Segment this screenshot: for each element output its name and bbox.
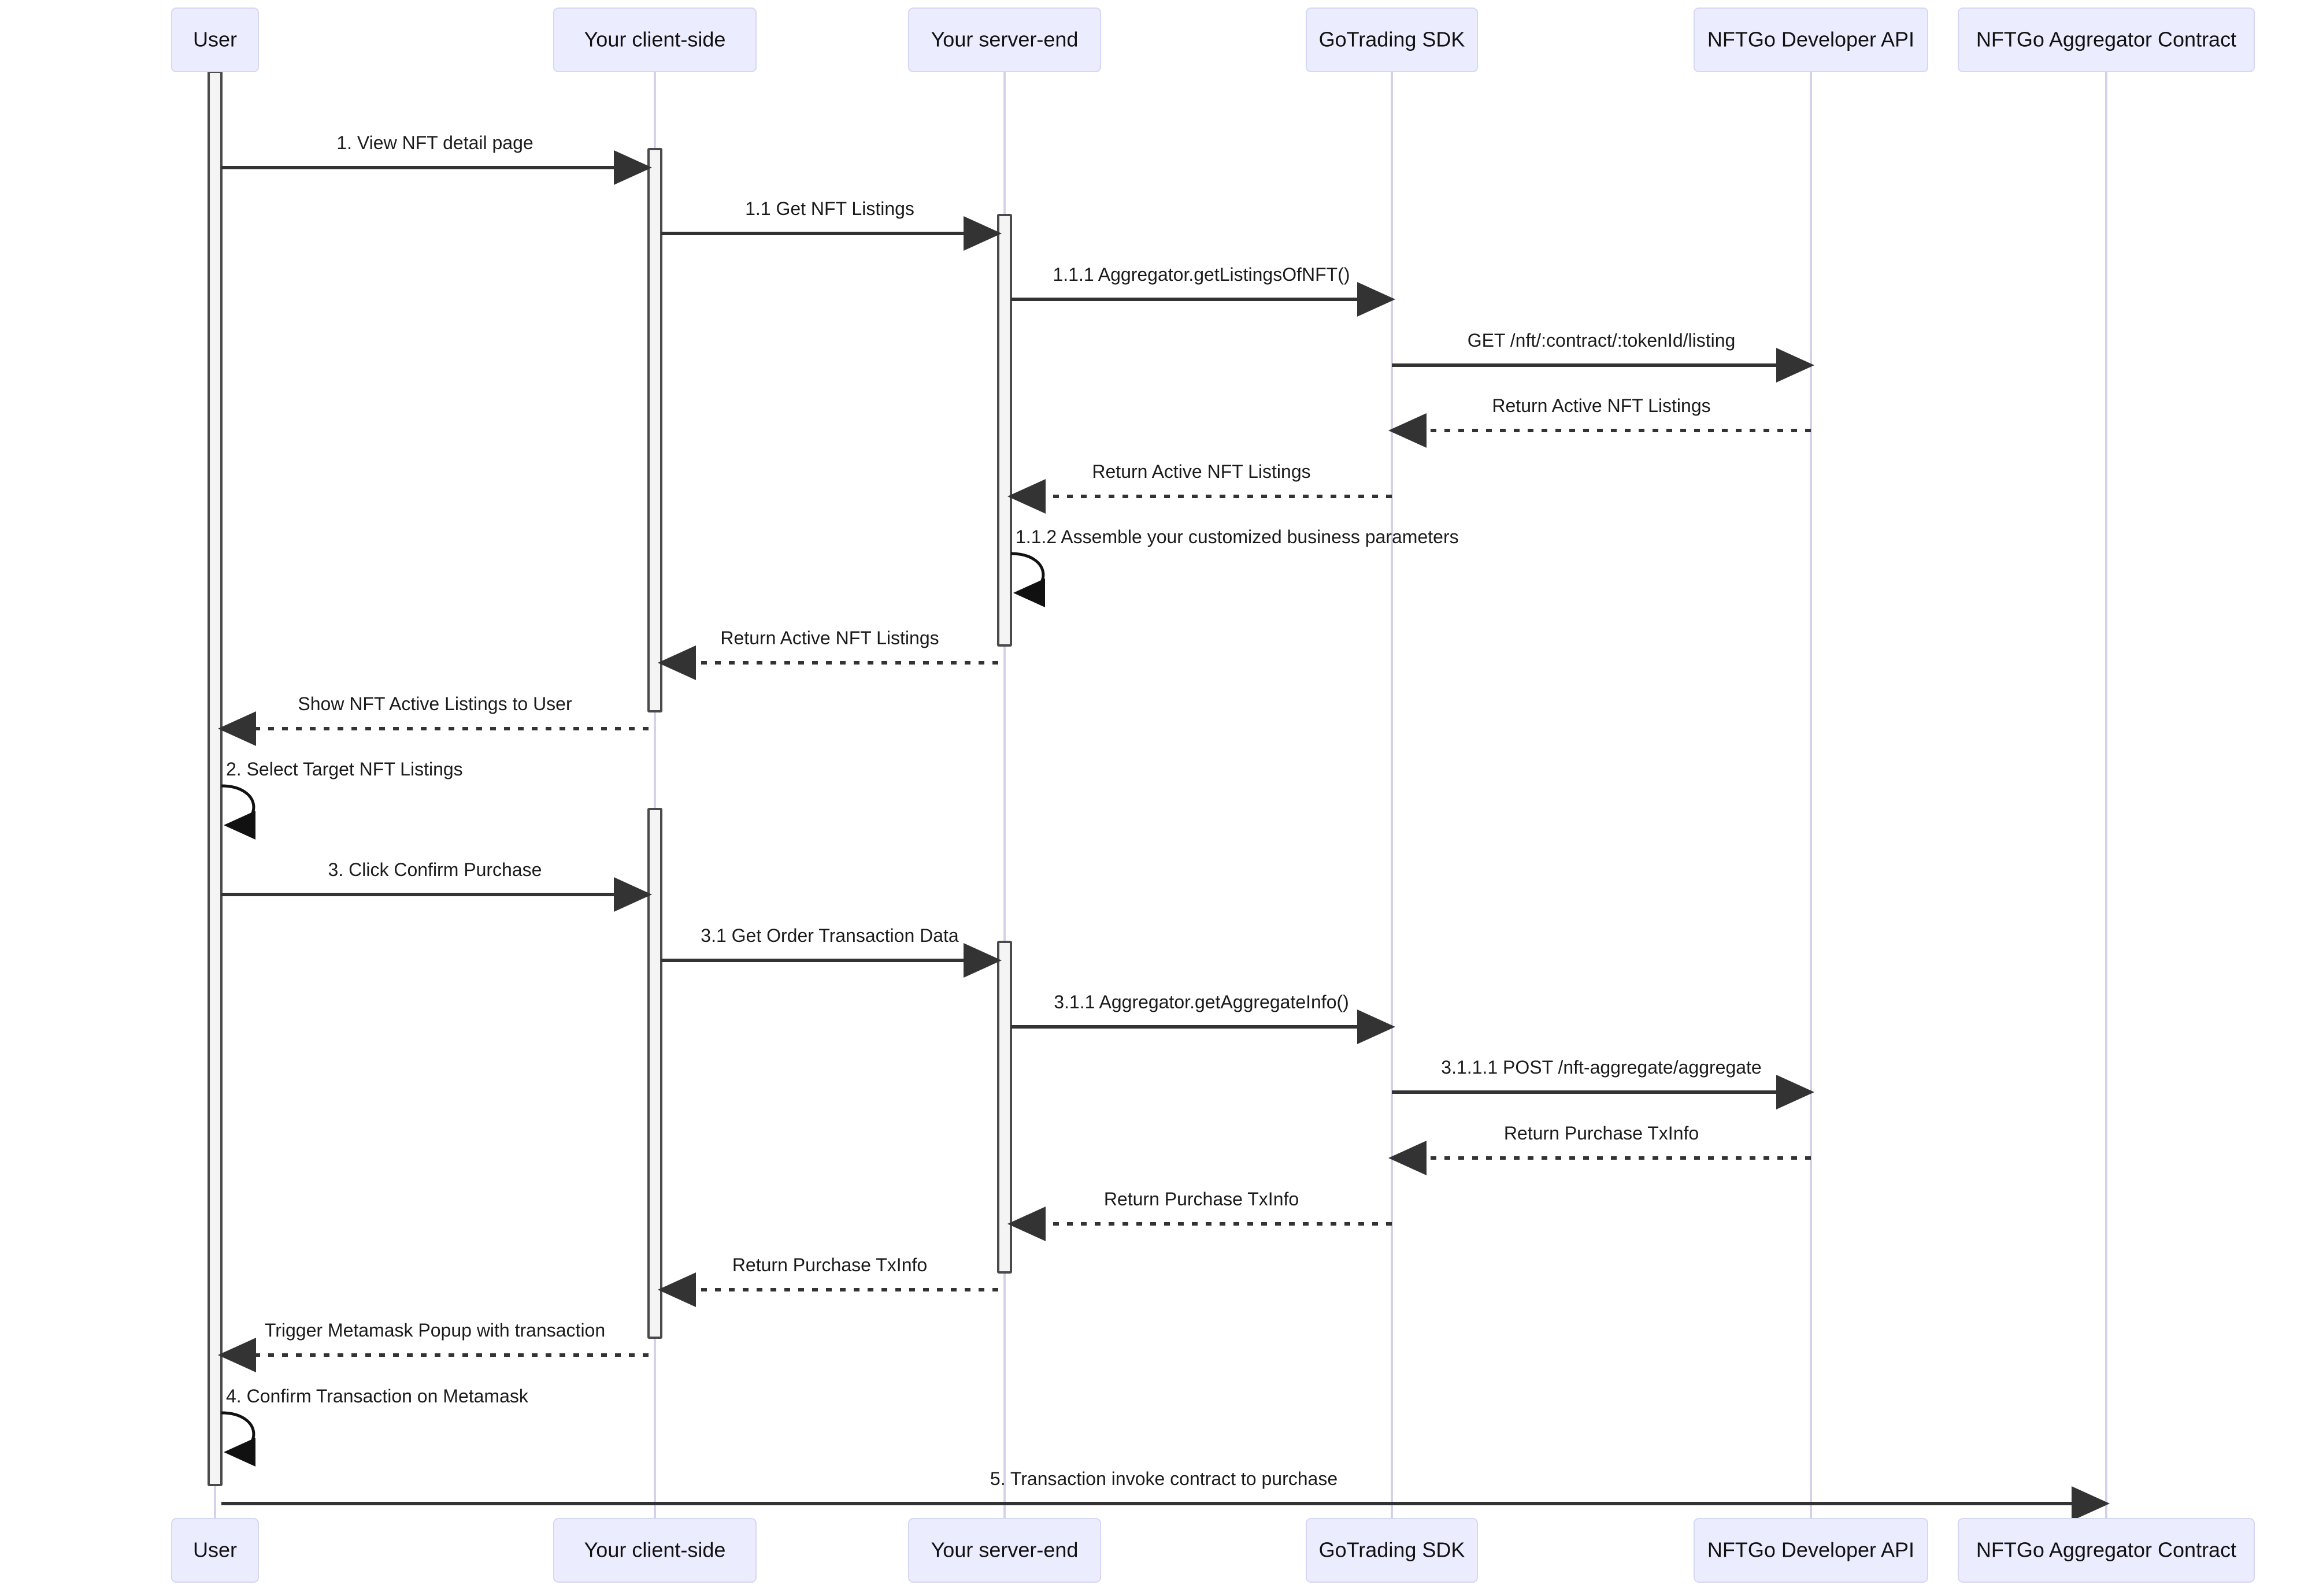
participant-bottom-server[interactable]: Your server-end	[908, 1518, 1101, 1583]
participant-bottom-api[interactable]: NFTGo Developer API	[1694, 1518, 1928, 1583]
message-label: Trigger Metamask Popup with transaction	[265, 1320, 605, 1341]
message-20: 5. Transaction invoke contract to purcha…	[221, 1468, 2110, 1521]
activation-bar-server-4	[997, 941, 1012, 1274]
message-19: 4. Confirm Transaction on Metamask	[221, 1386, 529, 1467]
message-label: 1.1.2 Assemble your customized business …	[1016, 526, 1459, 547]
message-label: Show NFT Active Listings to User	[298, 693, 572, 714]
message-3: 1.1.1 Aggregator.getListingsOfNFT()	[1011, 264, 1395, 317]
message-1: 1. View NFT detail page	[221, 132, 652, 185]
participant-box[interactable]	[1694, 8, 1928, 72]
message-label: 1.1 Get NFT Listings	[745, 198, 914, 219]
participant-label: NFTGo Developer API	[1707, 28, 1914, 51]
message-12: 3.1 Get Order Transaction Data	[661, 925, 1002, 978]
participant-label: User	[193, 1538, 237, 1562]
message-4: GET /nft/:contract/:tokenId/listing	[1392, 330, 1814, 383]
activation-bar-user-0	[208, 70, 223, 1486]
participant-bottom-user[interactable]: User	[171, 1518, 259, 1583]
message-label: Return Active NFT Listings	[1092, 461, 1310, 482]
participant-top-user[interactable]: User	[171, 8, 259, 72]
message-11: 3. Click Confirm Purchase	[221, 859, 652, 912]
participant-box[interactable]	[908, 1518, 1101, 1583]
participant-bottom-contract[interactable]: NFTGo Aggregator Contract	[1958, 1518, 2255, 1583]
actors-top-layer: User Your client-side Your server-end GoTra…	[171, 8, 2255, 72]
participant-box[interactable]	[553, 8, 757, 72]
message-label: 2. Select Target NFT Listings	[226, 759, 463, 780]
activation-bar-client-1	[647, 148, 662, 712]
message-label: 5. Transaction invoke contract to purcha…	[990, 1468, 1338, 1489]
message-label: 4. Confirm Transaction on Metamask	[226, 1386, 529, 1406]
activations-layer	[208, 70, 1012, 1486]
participant-box[interactable]	[171, 8, 259, 72]
participant-top-sdk[interactable]: GoTrading SDK	[1306, 8, 1478, 72]
self-loop-arrow	[221, 784, 256, 840]
participant-label: User	[193, 28, 237, 51]
message-8: Return Active NFT Listings	[658, 628, 998, 680]
participant-top-contract[interactable]: NFTGo Aggregator Contract	[1958, 8, 2255, 72]
message-label: 3.1.1.1 POST /nft-aggregate/aggregate	[1441, 1057, 1761, 1078]
messages-layer: 1. View NFT detail page 1.1 Get NFT Listi…	[218, 132, 2110, 1521]
self-loop-arrow	[1010, 552, 1046, 607]
message-label: 1. View NFT detail page	[336, 132, 533, 153]
participant-label: NFTGo Developer API	[1707, 1538, 1914, 1562]
message-9: Show NFT Active Listings to User	[218, 693, 649, 746]
message-18: Trigger Metamask Popup with transaction	[218, 1320, 649, 1372]
participant-label: NFTGo Aggregator Contract	[1976, 1538, 2236, 1562]
activation-bar-client-3	[647, 808, 662, 1339]
message-13: 3.1.1 Aggregator.getAggregateInfo()	[1011, 992, 1395, 1044]
participant-bottom-sdk[interactable]: GoTrading SDK	[1306, 1518, 1478, 1583]
message-2: 1.1 Get NFT Listings	[661, 198, 1002, 251]
participant-box[interactable]	[1306, 8, 1478, 72]
message-label: Return Purchase TxInfo	[732, 1254, 927, 1275]
message-16: Return Purchase TxInfo	[1007, 1189, 1392, 1241]
message-15: Return Purchase TxInfo	[1388, 1123, 1811, 1175]
participant-label: Your client-side	[584, 1538, 726, 1562]
participant-label: GoTrading SDK	[1319, 1538, 1465, 1562]
activation-bar-server-2	[997, 214, 1012, 647]
message-label: Return Purchase TxInfo	[1104, 1189, 1299, 1209]
participant-bottom-client[interactable]: Your client-side	[553, 1518, 757, 1583]
message-label: 1.1.1 Aggregator.getListingsOfNFT()	[1053, 264, 1350, 285]
participant-box[interactable]	[1958, 1518, 2255, 1583]
message-6: Return Active NFT Listings	[1007, 461, 1392, 514]
participant-label: Your server-end	[931, 28, 1079, 51]
participant-top-server[interactable]: Your server-end	[908, 8, 1101, 72]
participant-top-api[interactable]: NFTGo Developer API	[1694, 8, 1928, 72]
message-label: 3. Click Confirm Purchase	[328, 859, 542, 880]
participant-label: Your client-side	[584, 28, 726, 51]
participant-box[interactable]	[171, 1518, 259, 1583]
message-label: GET /nft/:contract/:tokenId/listing	[1468, 330, 1736, 351]
message-5: Return Active NFT Listings	[1388, 395, 1811, 448]
message-label: 3.1.1 Aggregator.getAggregateInfo()	[1054, 992, 1349, 1012]
message-label: Return Active NFT Listings	[1492, 395, 1710, 416]
message-7: 1.1.2 Assemble your customized business …	[1010, 526, 1459, 607]
participant-top-client[interactable]: Your client-side	[553, 8, 757, 72]
participant-label: GoTrading SDK	[1319, 28, 1465, 51]
participant-box[interactable]	[1958, 8, 2255, 72]
participant-label: NFTGo Aggregator Contract	[1976, 28, 2236, 51]
message-label: Return Purchase TxInfo	[1504, 1123, 1699, 1144]
participant-box[interactable]	[553, 1518, 757, 1583]
message-label: Return Active NFT Listings	[720, 628, 939, 648]
message-14: 3.1.1.1 POST /nft-aggregate/aggregate	[1392, 1057, 1814, 1109]
message-17: Return Purchase TxInfo	[658, 1254, 998, 1307]
actors-bottom-layer: User Your client-side Your server-end GoTra…	[171, 1518, 2255, 1583]
participant-box[interactable]	[1694, 1518, 1928, 1583]
message-10: 2. Select Target NFT Listings	[221, 759, 463, 840]
participant-box[interactable]	[1306, 1518, 1478, 1583]
message-label: 3.1 Get Order Transaction Data	[701, 925, 959, 946]
participant-box[interactable]	[908, 8, 1101, 72]
self-loop-arrow	[221, 1411, 256, 1467]
lifelines-layer	[214, 72, 2107, 1519]
participant-label: Your server-end	[931, 1538, 1079, 1562]
